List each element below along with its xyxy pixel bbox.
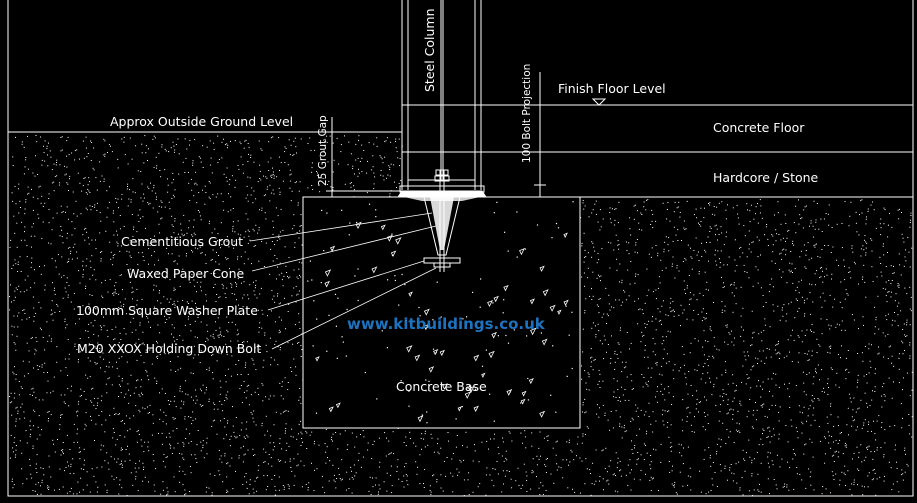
bolt-projection-label: 100 Bolt Projection: [521, 64, 533, 163]
grout-gap-label: 25 Grout Gap: [317, 115, 329, 186]
soil-hatch: [9, 135, 913, 496]
concrete-base-label: Concrete Base: [396, 379, 487, 394]
bolt-projection-dimension: [534, 72, 546, 197]
washer-plate-label: 100mm Square Washer Plate: [76, 303, 258, 318]
outside-ground-level-label: Approx Outside Ground Level: [110, 114, 293, 129]
hardcore-label: Hardcore / Stone: [713, 170, 819, 185]
steel-column-label: Steel Column: [422, 8, 437, 92]
waxed-paper-cone-label: Waxed Paper Cone: [127, 266, 245, 281]
steel-column: [399, 0, 485, 193]
watermark: www.kitbuildings.co.uk: [347, 315, 546, 333]
level-marker-icon: [591, 98, 607, 106]
cementitious-grout-label: Cementitious Grout: [121, 234, 243, 249]
finish-floor-level-label: Finish Floor Level: [558, 81, 666, 96]
concrete-aggregate-hatch: [307, 201, 574, 424]
leader-lines: [249, 212, 437, 350]
holding-down-bolt: [423, 169, 461, 272]
holding-down-bolt-label: M20 XXOX Holding Down Bolt: [77, 341, 261, 356]
drawing-frame: [7, 0, 914, 497]
cementitious-grout-pad: [397, 190, 487, 198]
concrete-floor-label: Concrete Floor: [713, 120, 805, 135]
grout-gap-dimension: [326, 117, 402, 197]
